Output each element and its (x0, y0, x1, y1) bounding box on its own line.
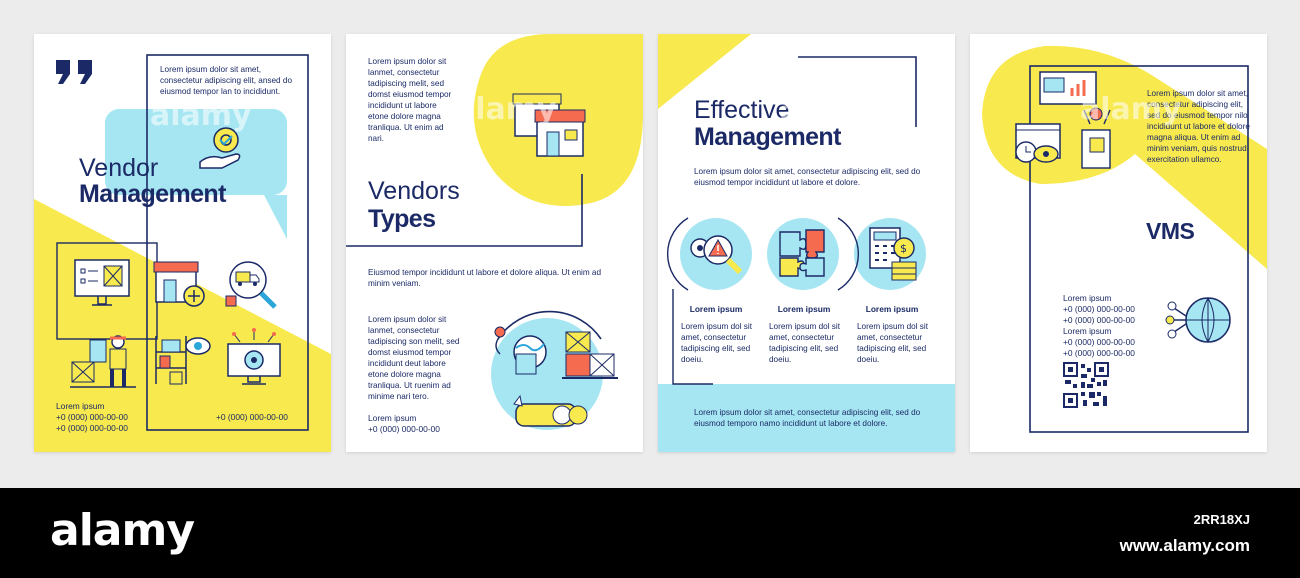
brochure-page-vendor-management: Lorem ipsum dolor sit amet, consectetur … (34, 34, 331, 452)
quote-mark-icon (54, 56, 96, 86)
page4-phone-1: +0 (000) 000-00-00 (1063, 304, 1135, 314)
page4-phone-3: +0 (000) 000-00-00 (1063, 337, 1135, 347)
page1-intro-text: Lorem ipsum dolor sit amet, consectetur … (160, 64, 300, 97)
page3-column-2-text: Lorem ipsum dol sit amet, consectetur ta… (769, 322, 840, 364)
page3-title-light: Effective (694, 96, 790, 124)
brochure-page-effective-management: Effective Management Lorem ipsum dolor s… (658, 34, 955, 452)
page2-title-bold: Types (368, 205, 436, 233)
page2-intro-text: Lorem ipsum dolor sit lanmet, consectetu… (368, 57, 452, 143)
global-logistics-icon (486, 312, 626, 440)
page3-footer-text: Lorem ipsum dolor sit amet, consectetur … (694, 408, 921, 428)
page1-phone-1: +0 (000) 000-00-00 (56, 412, 128, 422)
page2-contact-label: Lorem ipsum (368, 413, 417, 423)
watermark-bar (0, 488, 1300, 578)
page4-contact-label-1: Lorem ipsum (1063, 293, 1112, 303)
page1-title-light: Vendor (79, 154, 159, 182)
page3-column-3-label: Lorem ipsum (865, 304, 919, 314)
calculator-coins-icon: $ (866, 224, 920, 282)
page3-title-bold: Management (694, 123, 841, 151)
watermark-image-id: 2RR18XJ (1193, 512, 1250, 527)
page3-intro-text: Lorem ipsum dolor sit amet, consectetur … (694, 167, 921, 187)
globe-network-icon (1160, 294, 1236, 350)
warehouse-shelf-eye-icon (152, 332, 212, 388)
gear-hand-check-icon (196, 120, 252, 172)
page1-phone-2: +0 (000) 000-00-00 (56, 423, 128, 433)
delivery-truck-search-icon (222, 256, 284, 310)
page4-title: VMS (1146, 218, 1195, 244)
page4-phone-2: +0 (000) 000-00-00 (1063, 315, 1135, 325)
page4-contact-label-2: Lorem ipsum (1063, 326, 1112, 336)
watermark-url: www.alamy.com (1119, 536, 1250, 555)
store-add-icon (152, 258, 208, 308)
page1-phone-3: +0 (000) 000-00-00 (216, 412, 288, 422)
stores-icon (511, 92, 591, 164)
page3-column-1-label: Lorem ipsum (689, 304, 743, 314)
puzzle-icon (776, 226, 832, 282)
brochure-page-vendors-types: Lorem ipsum dolor sit lanmet, consectetu… (346, 34, 643, 452)
computer-checklist-icon (74, 259, 130, 309)
page4-intro-text: Lorem ipsum dolor sit amet, consectetur … (1147, 89, 1250, 164)
page1-contact-label: Lorem ipsum (56, 401, 105, 411)
page2-paragraph-2: Lorem ipsum dolor sit lanmet, consectetu… (368, 315, 460, 401)
page3-column-1-text: Lorem ipsum dol sit amet, consectetur ta… (681, 322, 752, 364)
page2-paragraph-1: Eiusmod tempor incididunt ut labore et d… (368, 268, 602, 288)
svg-text:$: $ (900, 242, 907, 255)
page4-phone-4: +0 (000) 000-00-00 (1063, 348, 1135, 358)
qr-code-icon (1063, 362, 1109, 408)
watermark-brand-logo: alamy (50, 505, 195, 556)
page1-title-bold: Management (79, 180, 226, 208)
page2-phone: +0 (000) 000-00-00 (368, 424, 440, 434)
warning-gear-search-icon (688, 228, 744, 282)
page3-column-3-text: Lorem ipsum dol sit amet, consectetur ta… (857, 322, 928, 364)
page2-title-light: Vendors (368, 177, 460, 205)
page3-column-2-label: Lorem ipsum (777, 304, 831, 314)
worker-boxes-icon (70, 332, 136, 390)
brochure-page-vms: Lorem ipsum dolor sit amet, consectetur … (970, 34, 1267, 452)
vendor-system-cluster-icon (1008, 70, 1132, 190)
computer-gear-network-icon (224, 328, 284, 388)
